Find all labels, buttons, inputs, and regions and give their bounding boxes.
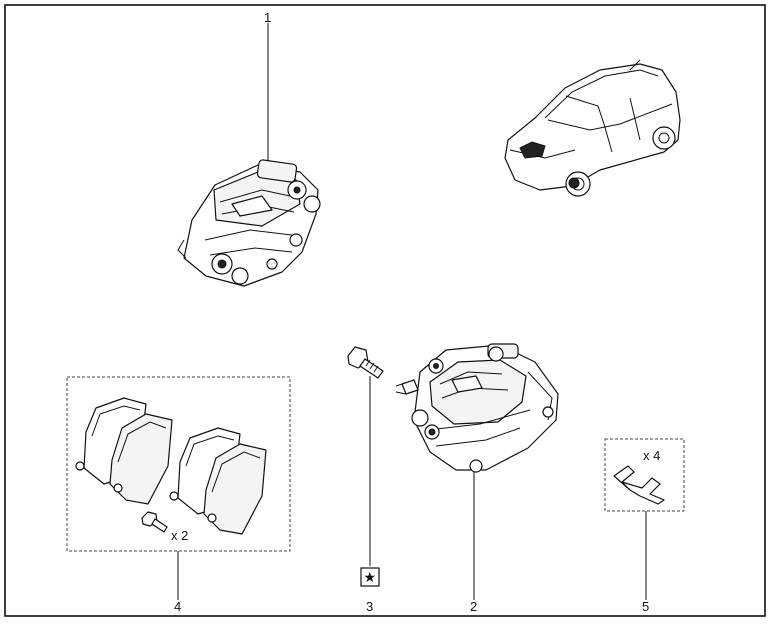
callout-4: 4 bbox=[174, 599, 181, 614]
bolt-icon bbox=[347, 346, 384, 379]
brake-pad-icon bbox=[75, 397, 267, 535]
clip-kit-box bbox=[604, 438, 685, 512]
car-location-icon bbox=[504, 59, 681, 197]
pad-kit-box bbox=[66, 376, 291, 552]
callout-1: 1 bbox=[264, 10, 271, 25]
pad-screw-icon bbox=[141, 511, 168, 533]
callout-2: 2 bbox=[470, 599, 477, 614]
star-marker-box bbox=[360, 567, 380, 587]
clip-quantity: x 4 bbox=[643, 448, 660, 463]
brake-caliper-icon bbox=[177, 159, 321, 287]
callout-3: 3 bbox=[366, 599, 373, 614]
brake-caliper-bracket-icon bbox=[395, 343, 559, 473]
spring-clip-icon bbox=[613, 465, 665, 505]
diagram-frame bbox=[4, 4, 766, 617]
callout-5: 5 bbox=[642, 599, 649, 614]
pad-screw-quantity: x 2 bbox=[171, 528, 188, 543]
star-marker: ★ bbox=[364, 569, 377, 585]
